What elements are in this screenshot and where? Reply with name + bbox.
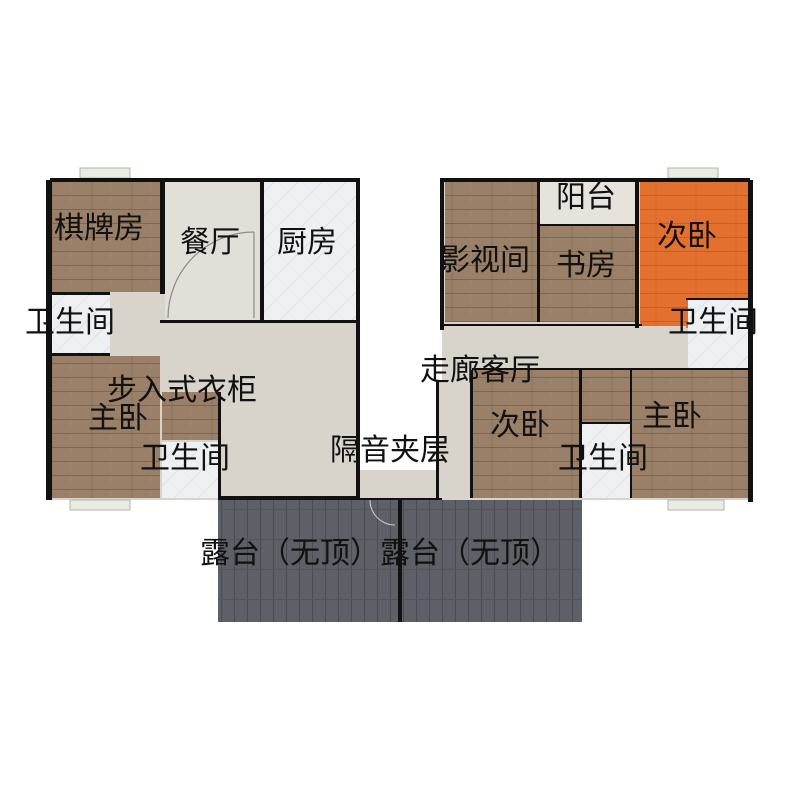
dining-room-floor (165, 182, 260, 320)
terrace-left-floor (218, 498, 400, 622)
terrace-right-floor (400, 498, 582, 622)
label-bathroom-left-top: 卫生间 (25, 305, 115, 340)
bathroom-left-bottom-floor (162, 442, 220, 498)
label-terrace-left: 露台（无顶） (200, 536, 380, 571)
label-second-bedroom-top: 次卧 (657, 219, 717, 254)
label-bathroom-right-bottom: 卫生间 (558, 441, 648, 476)
media-room-floor (445, 182, 537, 322)
label-second-bedroom-bottom: 次卧 (490, 408, 550, 443)
label-kitchen: 厨房 (277, 225, 337, 260)
bathroom-left-top-floor (52, 295, 110, 353)
balcony-floor (540, 182, 635, 224)
label-dining-room: 餐厅 (180, 225, 240, 260)
chess-room-floor (52, 182, 162, 292)
label-bathroom-right-top: 卫生间 (668, 305, 758, 340)
label-bathroom-left-bottom: 卫生间 (140, 441, 230, 476)
bathroom-right-top-floor (688, 300, 748, 368)
window-second-bedroom (667, 167, 719, 179)
label-walk-in-closet: 步入式衣柜 (107, 373, 257, 408)
label-study: 书房 (556, 248, 616, 283)
master-bedroom-left-floor (52, 356, 160, 498)
label-media-room: 影视间 (440, 243, 530, 278)
window-master-left (69, 499, 131, 511)
corridor-living-floor (442, 326, 686, 370)
master-bedroom-right-floor (632, 370, 748, 498)
label-balcony: 阳台 (556, 180, 616, 215)
label-terrace-right: 露台（无顶） (380, 536, 560, 571)
closet-wood-floor (162, 392, 220, 440)
label-master-bedroom-right: 主卧 (642, 399, 702, 434)
label-sound-insulation: 隔音夹层 (330, 433, 450, 468)
window-master-right (667, 499, 725, 511)
label-chess-room: 棋牌房 (54, 211, 144, 246)
label-corridor-living: 走廊客厅 (420, 353, 540, 388)
window-chess-room (79, 167, 131, 179)
master-right-closet-floor (582, 370, 632, 422)
study-floor (540, 226, 635, 322)
kitchen-floor (263, 182, 357, 320)
second-bedroom-bottom-floor (472, 370, 580, 498)
bathroom-right-bottom-floor (582, 424, 632, 498)
label-master-bedroom-left: 主卧 (88, 401, 148, 436)
